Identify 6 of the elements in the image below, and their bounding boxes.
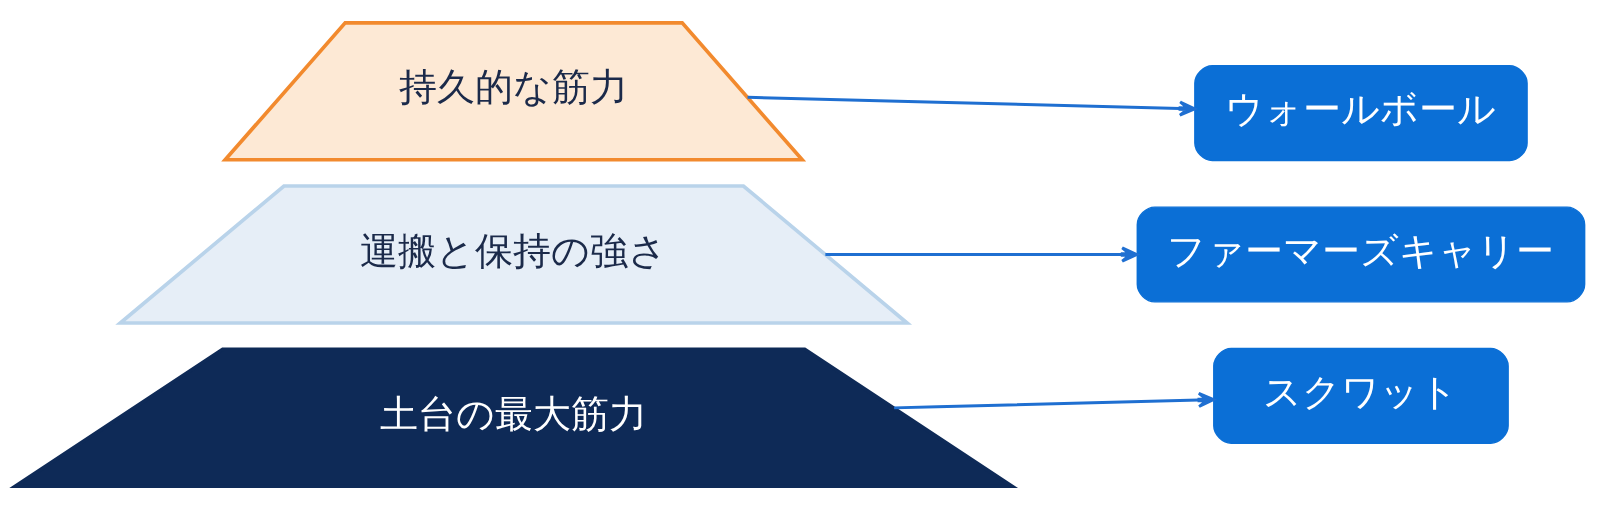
node-box: ウォールボール — [1194, 65, 1528, 162]
node-box: スクワット — [1213, 347, 1509, 444]
arrow — [747, 95, 1197, 117]
arrow — [894, 391, 1215, 410]
arrow — [825, 246, 1139, 263]
node-box: ファーマーズキャリー — [1136, 206, 1586, 303]
